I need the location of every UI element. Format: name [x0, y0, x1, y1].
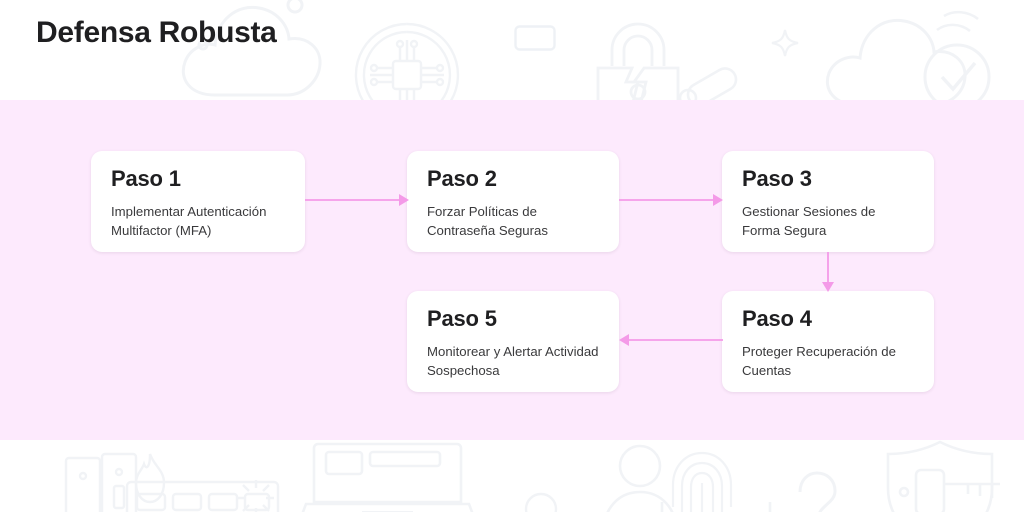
card-title-step-5: Paso 5 — [427, 306, 497, 331]
flow-card-step-5[interactable]: Paso 5 Monitorear y Alertar Actividad So… — [407, 291, 619, 392]
card-description-step-3: Gestionar Sesiones de Forma Segura — [742, 204, 876, 239]
card-title-step-1: Paso 1 — [111, 166, 181, 191]
connector-step-1-to-step-2 — [305, 190, 409, 210]
connector-step-3-to-step-4 — [818, 252, 838, 292]
card-description-step-2: Forzar Políticas de Contraseña Seguras — [427, 204, 548, 239]
card-title-step-2: Paso 2 — [427, 166, 497, 191]
flow-card-step-2[interactable]: Paso 2 Forzar Políticas de Contraseña Se… — [407, 151, 619, 252]
card-description-step-4: Proteger Recuperación de Cuentas — [742, 344, 896, 379]
card-description-step-1: Implementar Autenticación Multifactor (M… — [111, 204, 267, 239]
connector-step-4-to-step-5 — [618, 330, 723, 350]
flow-card-step-3[interactable]: Paso 3 Gestionar Sesiones de Forma Segur… — [722, 151, 934, 252]
flow-card-step-4[interactable]: Paso 4 Proteger Recuperación de Cuentas — [722, 291, 934, 392]
flow-card-step-1[interactable]: Paso 1 Implementar Autenticación Multifa… — [91, 151, 305, 252]
connector-step-2-to-step-3 — [619, 190, 723, 210]
card-title-step-3: Paso 3 — [742, 166, 812, 191]
page-title: Defensa Robusta — [36, 16, 277, 49]
card-title-step-4: Paso 4 — [742, 306, 812, 331]
card-description-step-5: Monitorear y Alertar Actividad Sospechos… — [427, 344, 599, 379]
